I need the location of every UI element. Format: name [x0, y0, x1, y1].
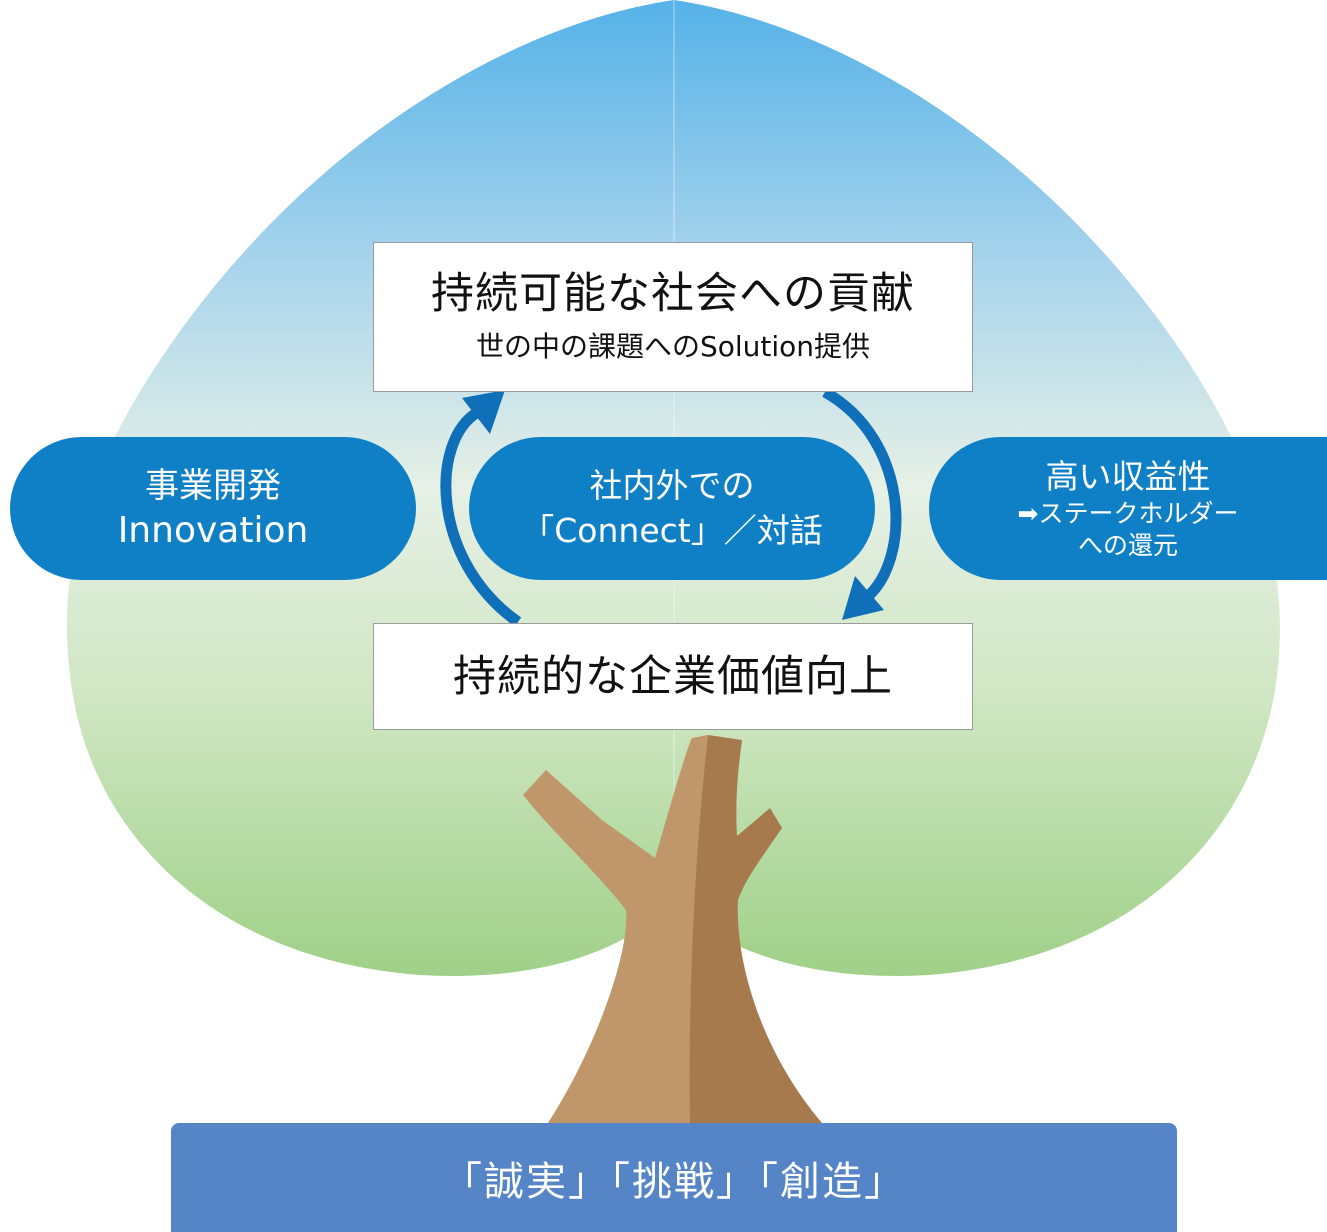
pill-high-profitability: 高い収益性 ➡ステークホルダー への還元 [929, 437, 1327, 580]
arrowhead-down-right [842, 576, 884, 620]
value-title: 持続的な企業価値向上 [453, 651, 893, 702]
pill-right-line1: 高い収益性 [1045, 456, 1211, 496]
pill-center-line1: 社内外での [589, 465, 755, 505]
cycle-arrows [440, 387, 902, 627]
core-values-bar: 「誠実」「挑戦」「創造」 [171, 1123, 1177, 1232]
goal-subtitle: 世の中の課題へのSolution提供 [475, 330, 871, 363]
core-values-label: 「誠実」「挑戦」「創造」 [442, 1158, 906, 1205]
goal-box: 持続可能な社会への貢献 世の中の課題へのSolution提供 [373, 242, 973, 392]
pill-right-line3: への還元 [1077, 530, 1178, 560]
cycle-arrow-down-right [822, 387, 902, 603]
pill-right-line2: ➡ステークホルダー [1017, 498, 1239, 528]
arrowhead-up-left [462, 390, 505, 434]
pill-left-line1: 事業開発 [145, 465, 281, 506]
tree-trunk-dark [689, 735, 822, 1123]
pill-connect-dialogue: 社内外での 「Connect」／対話 [469, 437, 875, 580]
goal-title: 持続可能な社会への貢献 [431, 269, 915, 319]
cycle-arrow-up-left [440, 407, 522, 627]
pill-business-development: 事業開発 Innovation [10, 437, 416, 580]
pill-left-line2: Innovation [117, 509, 309, 551]
value-box: 持続的な企業価値向上 [373, 623, 973, 730]
pill-center-line2: 「Connect」／対話 [521, 510, 823, 550]
tree-trunk-light [523, 735, 708, 1123]
